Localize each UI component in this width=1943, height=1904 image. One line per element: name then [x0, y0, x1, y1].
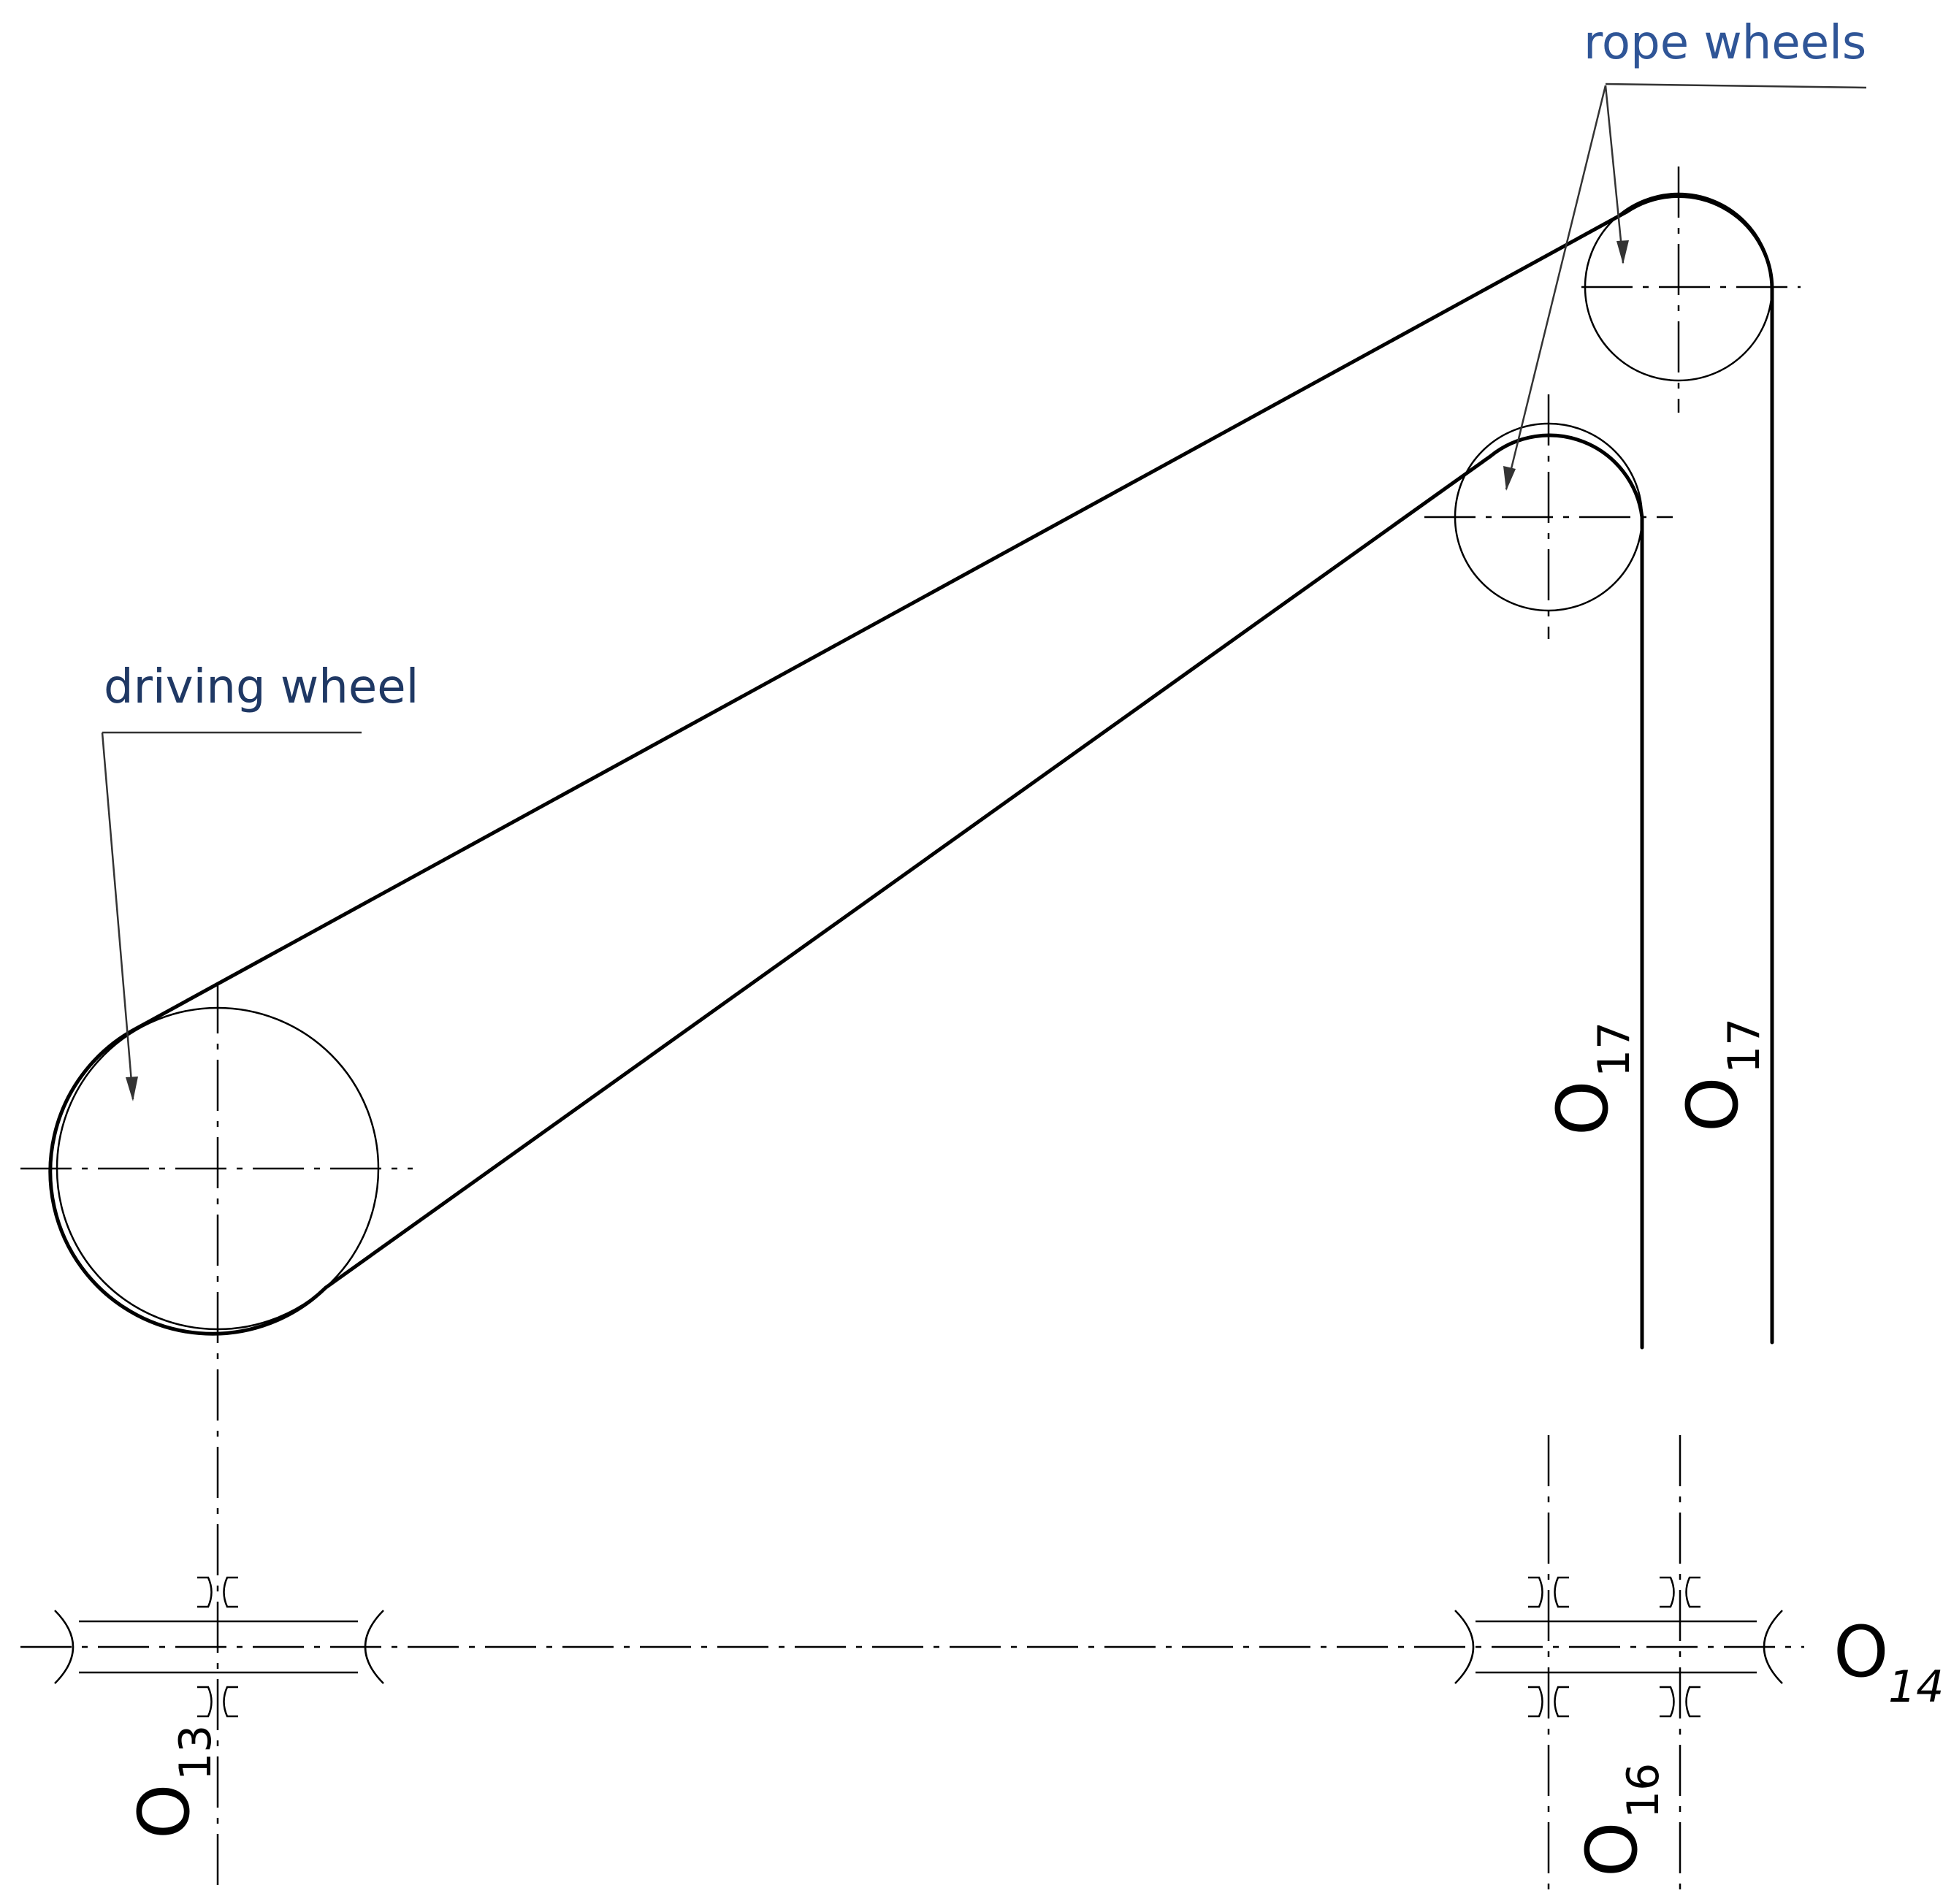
right-bearing-b-bottom [1660, 1686, 1700, 1718]
driving-wheel-leader [101, 732, 134, 1100]
right-shaft-left-cap [1454, 1610, 1475, 1684]
left-shaft-left-cap [54, 1610, 75, 1684]
driving-wheel-arrow [126, 1077, 138, 1101]
axis-label-o14: O 14 [1833, 1611, 1943, 1713]
right-bearing-a-top [1528, 1576, 1569, 1608]
axis-label-o16-main: O [1571, 1821, 1653, 1877]
lower-rope-wheel [1424, 394, 1673, 639]
left-bearing-top [197, 1576, 238, 1608]
upper-rope-span [134, 210, 1629, 1031]
axis-label-o17-left-sub: 17 [1589, 1022, 1640, 1077]
rope-wheels-underline [1605, 83, 1867, 89]
driving-wheel-callout: driving wheel [101, 660, 419, 1101]
rope-wheels-arrow-lower [1503, 466, 1516, 491]
axis-label-o16: O 16 [1571, 1763, 1669, 1877]
driving-wheel-label: driving wheel [104, 660, 419, 714]
rope-wheels-callout: rope wheels [1503, 16, 1866, 491]
rope-wheels-arrow-upper [1616, 240, 1629, 264]
driving-wheel-rope-wrap [48, 1026, 328, 1336]
axis-label-o17-right-main: O [1672, 1077, 1754, 1132]
axis-label-o14-main: O [1833, 1611, 1889, 1693]
right-shaft-section [1454, 1576, 1783, 1718]
axis-label-o13: O 13 [123, 1725, 221, 1839]
axis-label-o17-left: O 17 [1542, 1022, 1640, 1136]
axis-label-o16-sub: 16 [1618, 1763, 1669, 1819]
axis-label-o17-right-sub: 17 [1719, 1018, 1770, 1074]
driving-wheel [20, 982, 413, 1892]
right-bearing-a-bottom [1528, 1686, 1569, 1718]
upper-rope-wheel-rope-wrap [1625, 194, 1774, 291]
lower-rope-span [324, 454, 1492, 1290]
rope-spans [134, 210, 1774, 1350]
right-shaft-right-cap [1763, 1610, 1783, 1684]
left-shaft-section [54, 1576, 384, 1718]
right-bearing-b-top [1660, 1576, 1700, 1608]
left-bearing-bottom [197, 1686, 238, 1718]
rope-wheels-leader-lower [1505, 85, 1607, 490]
lower-rope-wheel-rope-wrap [1488, 433, 1644, 519]
axis-label-o14-sub: 14 [1888, 1662, 1943, 1713]
rope-wheels-label: rope wheels [1584, 16, 1866, 70]
axis-label-o17-right: O 17 [1672, 1018, 1770, 1132]
rope-wheels-leader-upper [1604, 85, 1625, 264]
axis-label-o17-left-main: O [1542, 1080, 1624, 1136]
upper-rope-wheel [1581, 167, 1801, 413]
axis-label-o13-sub: 13 [170, 1725, 221, 1781]
left-shaft-right-cap [364, 1610, 384, 1684]
axis-label-o13-main: O [123, 1783, 205, 1839]
